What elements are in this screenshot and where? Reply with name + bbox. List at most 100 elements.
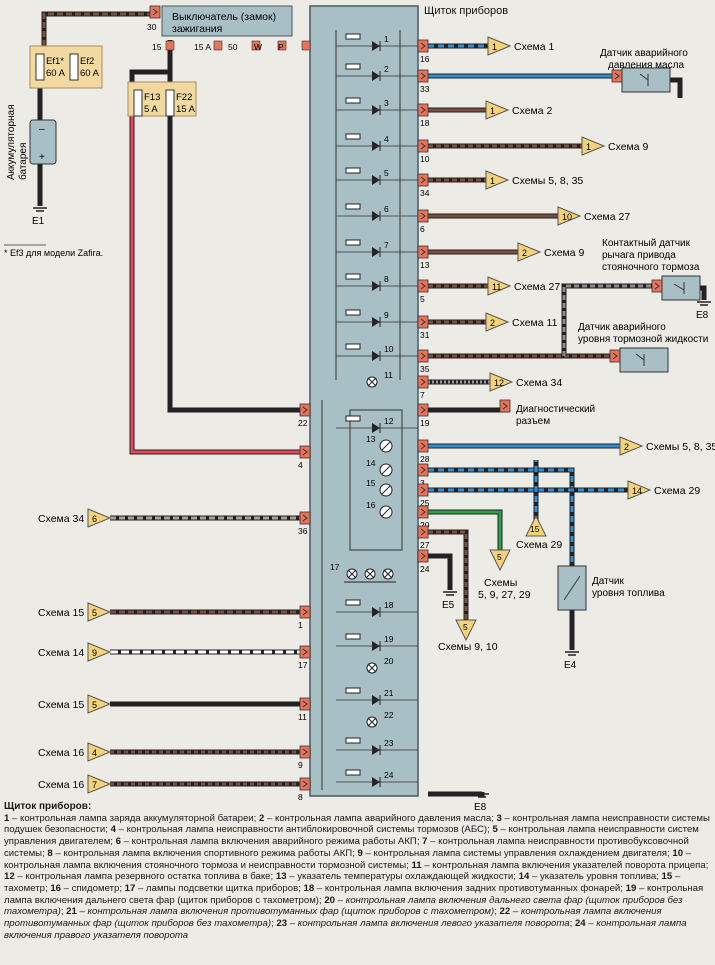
fuse-rating-2: 60 A: [80, 68, 100, 79]
legend-text: лампы подсветки щитка приборов: [146, 882, 299, 894]
ignition-pin-1: 15: [152, 42, 162, 52]
ground-e8-top-label: E8: [696, 310, 709, 321]
legend-body: 1 – контрольная лампа заряда аккумулятор…: [4, 812, 710, 941]
legend-title: Щиток приборов:: [4, 801, 92, 812]
ground-e5-label: E5: [442, 600, 455, 611]
right-ref-num-7: 11: [492, 282, 501, 292]
right-ref-label-5: Схема 27: [584, 211, 630, 223]
panel-title: Щиток приборов: [424, 5, 508, 17]
resistor-1: [345, 33, 361, 40]
ground-e4: [565, 651, 579, 656]
right-ref-10-triangle: [619, 436, 644, 456]
right-connector-7: [417, 245, 429, 259]
right-pin-label-12: 19: [420, 418, 430, 428]
legend-text: контрольная лампа включения дальнего све…: [4, 894, 683, 918]
diagnostic-pin: [499, 399, 511, 413]
left-ref-num-5: 4: [92, 748, 97, 758]
fuse-3: [133, 89, 143, 117]
left-connector-3: [299, 511, 311, 525]
right-pin-label-1: 16: [420, 54, 430, 64]
fuse-id-3: F13: [144, 92, 160, 103]
internal-num-18: 18: [384, 600, 394, 610]
resistor-21: [345, 687, 361, 694]
legend: Щиток приборов:1 – контрольная лампа зар…: [4, 801, 712, 941]
ground-e4-label: E4: [564, 660, 577, 671]
lower-ref-line1-2: Схемы: [484, 577, 517, 589]
right-pin-label-2: 33: [420, 84, 430, 94]
ignition-pin-box-5: [301, 40, 311, 51]
legend-num: 13: [275, 871, 287, 883]
internal-num-9: 9: [384, 310, 389, 320]
ignition-pin-2: 15 A: [194, 42, 211, 52]
fuel-level-sensor: Датчик уровня топлива: [557, 565, 665, 611]
right-pin-label-4: 10: [420, 154, 430, 164]
internal-num-2: 2: [384, 64, 389, 74]
right-pin-label-5: 34: [420, 188, 430, 198]
wire-parking-sensor: [561, 283, 662, 356]
wire-e5: [428, 553, 453, 590]
lower-ref-3-triangle: [455, 619, 477, 642]
left-pin-label-5: 17: [298, 660, 308, 670]
ignition-switch: [161, 5, 293, 37]
right-ref-num-8: 2: [490, 318, 495, 328]
ground-e1: [33, 207, 47, 212]
left-ref-num-4: 5: [92, 700, 97, 710]
legend-num: 2: [259, 812, 265, 824]
right-pin-label-13: 28: [420, 454, 430, 464]
internal-num-21: 21: [384, 688, 394, 698]
internal-num-7: 7: [384, 240, 389, 250]
legend-text: контрольная лампа включения противотуман…: [87, 906, 495, 918]
right-pin-label-14: 3: [420, 478, 425, 488]
right-pin-label-11: 7: [420, 390, 425, 400]
right-connector-10: [417, 349, 429, 363]
brake-sensor-connector: [609, 349, 621, 363]
left-pin-label-1: 22: [298, 418, 308, 428]
legend-num: 17: [124, 882, 136, 894]
right-connector-6: [417, 209, 429, 223]
right-ref-num-11: 14: [632, 486, 642, 496]
diagnostic-label-1: Диагностический: [516, 404, 595, 415]
resistor-23: [345, 737, 361, 744]
ignition-pin-5: P: [278, 42, 284, 52]
fuse-id-2: Ef2: [80, 56, 94, 67]
right-ref-8-triangle: [485, 312, 510, 332]
legend-num: 7: [422, 836, 428, 848]
ignition-pin-30: 30: [147, 22, 157, 32]
ground-e1-label: E1: [32, 216, 45, 227]
left-connector-5: [299, 645, 311, 659]
legend-num: 12: [4, 871, 15, 883]
legend-num: 8: [47, 847, 53, 859]
legend-text: контрольная лампа включения дальнего све…: [4, 882, 704, 906]
legend-text: контрольная лампа включения задних проти…: [324, 882, 621, 894]
right-ref-label-9: Схема 34: [516, 377, 562, 389]
internal-num-4: 4: [384, 134, 389, 144]
left-ref-num-2: 5: [92, 608, 97, 618]
right-connector-14: [417, 463, 429, 477]
left-connector-1: [299, 403, 311, 417]
right-connector-5: [417, 173, 429, 187]
resistor-5: [345, 167, 361, 174]
legend-text: контрольная лампа неисправности систем у…: [4, 824, 699, 848]
legend-text: указатель температуры охлаждающей жидкос…: [297, 871, 514, 883]
internal-num-11: 11: [384, 370, 393, 380]
battery: – + Аккумуляторная батарея: [6, 104, 57, 180]
right-pin-label-7: 13: [420, 260, 430, 270]
right-pin-label-16: 20: [420, 520, 430, 530]
legend-num: 15: [661, 871, 673, 883]
legend-text: контрольная лампа включения левого указа…: [297, 918, 570, 930]
lower-ref-num-2: 5: [497, 552, 502, 562]
ground-e8-bottom-label: E8: [474, 802, 487, 813]
right-ref-6-triangle: [517, 242, 542, 262]
oil-sensor-label-1: Датчик аварийного: [600, 48, 688, 59]
resistor-12: [345, 415, 361, 422]
internal-num-16: 16: [366, 500, 376, 510]
right-ref-num-3: 1: [586, 142, 591, 152]
ignition-label-2: зажигания: [172, 23, 222, 35]
resistor-6: [345, 203, 361, 210]
parking-brake-sensor: Контактный датчик рычага привода стояноч…: [602, 238, 701, 301]
right-pin-label-9: 31: [420, 330, 430, 340]
lower-ref-line2-2: 5, 9, 27, 29: [478, 589, 531, 601]
right-ref-4-triangle: [485, 170, 510, 190]
left-ref-5-triangle: [87, 742, 112, 762]
